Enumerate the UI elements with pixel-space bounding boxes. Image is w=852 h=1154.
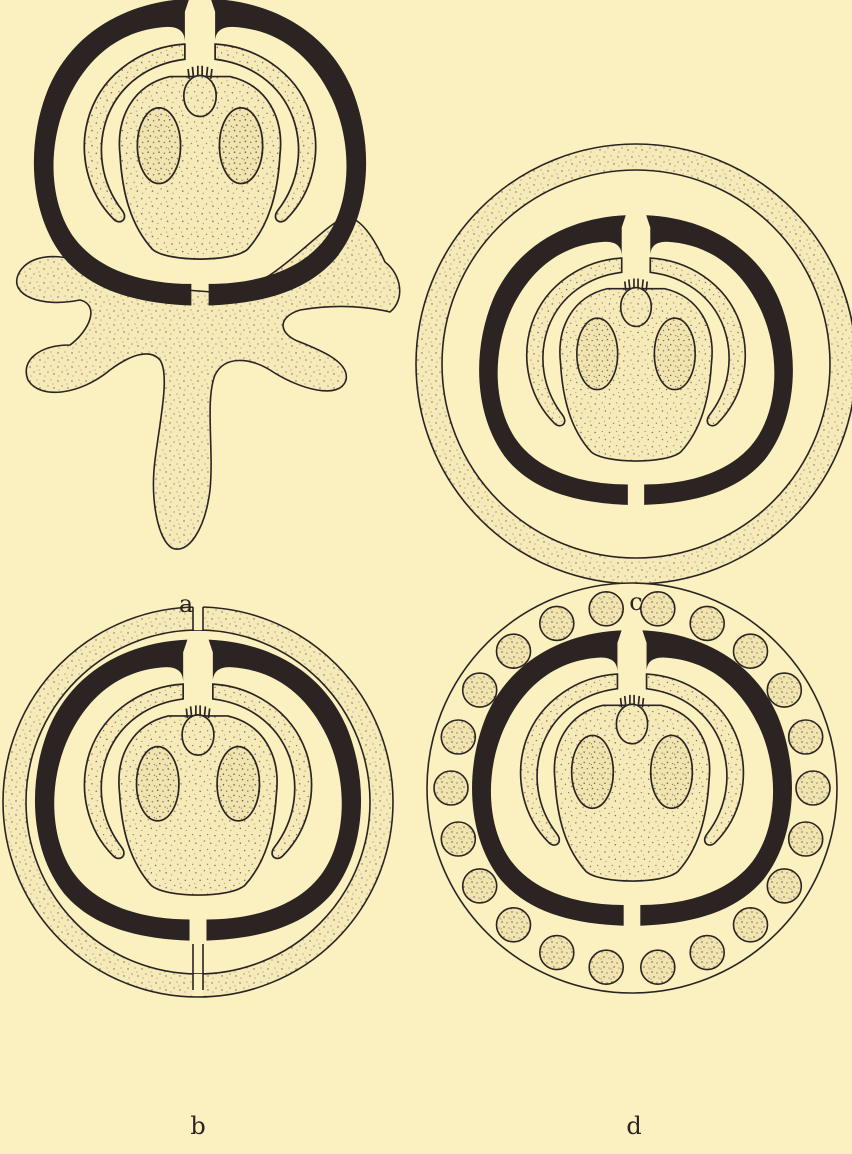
figure-a [17,0,400,549]
figure-d-cell [734,634,768,668]
figure-d-cell [540,606,574,640]
figure-a-label: a [166,590,206,618]
figure-c-label: c [616,588,656,616]
figure-d-label: d [614,1112,654,1140]
figure-d-cell [463,673,497,707]
figure-d-cell [434,771,468,805]
figure-d-cell [641,950,675,984]
figure-d-cell [463,869,497,903]
figure-d-cell [497,634,531,668]
figure-a-embryo [34,0,366,306]
figure-d-cell [734,908,768,942]
figure-d-cell [789,720,823,754]
figure-b-label: b [178,1112,218,1140]
figure-d-cell [690,606,724,640]
figure-d-cell [497,908,531,942]
figure-b [3,600,393,997]
figure-d-cell [767,673,801,707]
figure-d-cell [441,822,475,856]
figure-c [416,144,852,584]
figure-d-cell [796,771,830,805]
figure-d [427,583,837,993]
figure-d-cell [789,822,823,856]
figure-d-cell [441,720,475,754]
figure-d-cell [690,936,724,970]
figure-d-cell [767,869,801,903]
figure-d-cell [540,936,574,970]
figure-d-cell [589,950,623,984]
